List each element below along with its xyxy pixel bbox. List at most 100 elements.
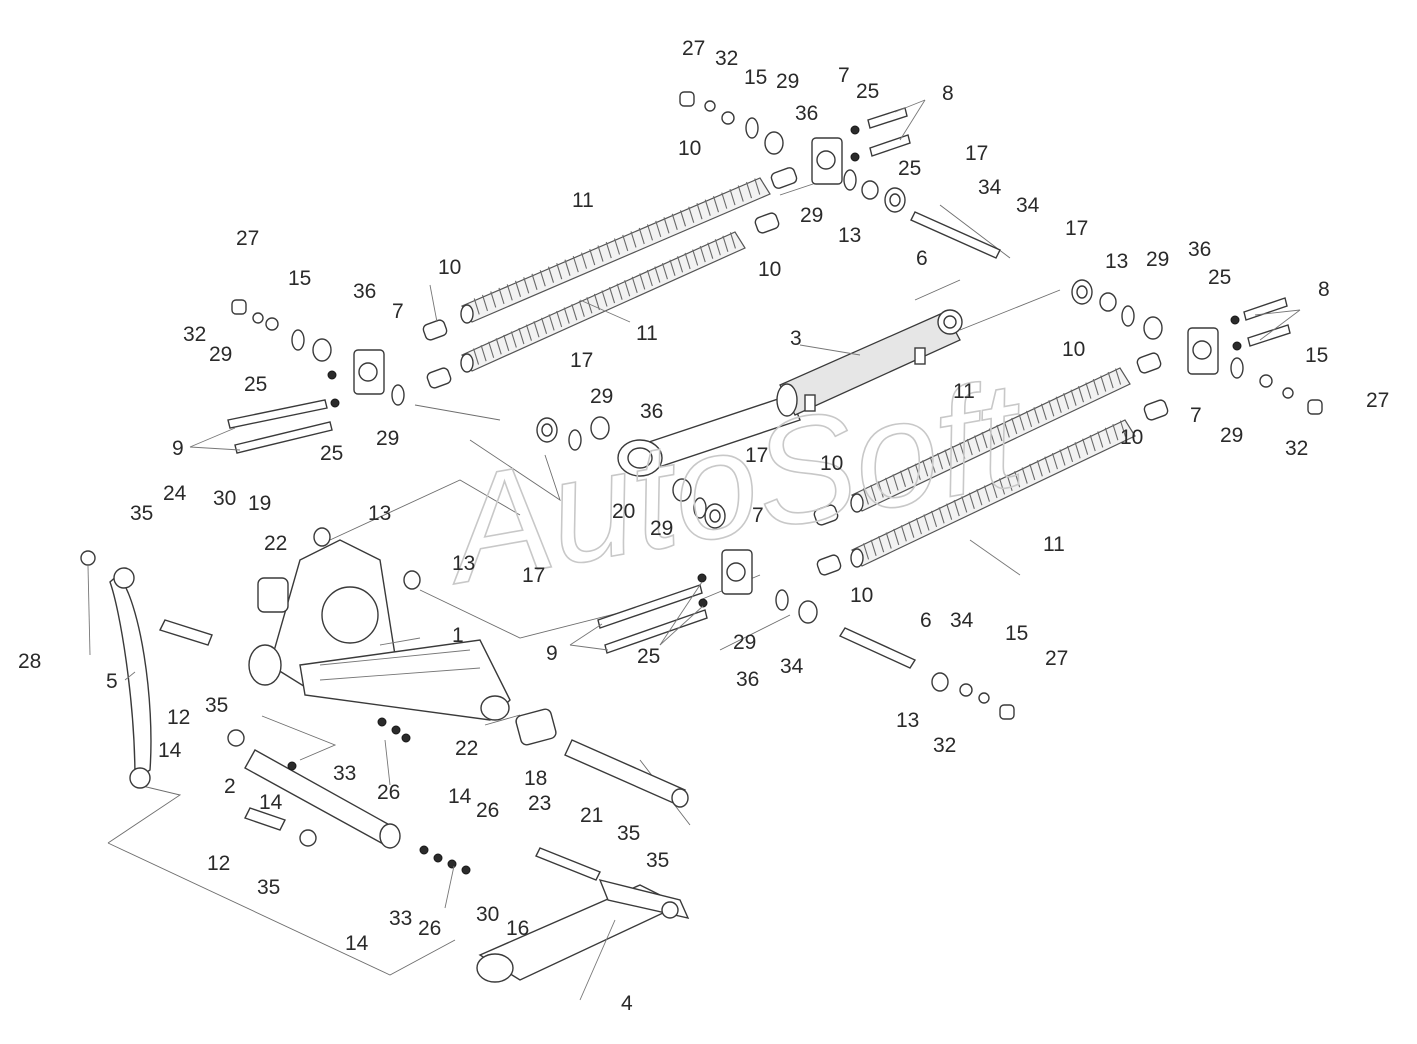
callout-11: 11 <box>1043 533 1065 556</box>
spring-coil <box>1115 368 1122 385</box>
spring-coil <box>609 286 616 304</box>
callout-29: 29 <box>1220 424 1243 447</box>
callout-7: 7 <box>752 504 764 527</box>
spring-coil <box>696 203 703 220</box>
spring-seats <box>422 167 1169 576</box>
spring-coil <box>1018 414 1025 431</box>
spring-coil <box>907 467 914 484</box>
spring-coil <box>1063 393 1070 410</box>
callout-10: 10 <box>438 256 461 279</box>
callout-9: 9 <box>546 642 558 665</box>
spring-coil <box>754 178 761 195</box>
spring-coil <box>937 453 944 470</box>
spring-coil <box>900 525 907 542</box>
spring-coil <box>968 492 975 509</box>
spring-coil <box>1006 474 1013 491</box>
callout-34: 34 <box>978 176 1002 199</box>
spring-coil <box>480 345 487 362</box>
spring-coil <box>597 245 604 262</box>
bolts <box>227 107 1291 654</box>
callout-34: 34 <box>780 655 804 678</box>
spring-coil <box>988 428 996 445</box>
callout-27: 27 <box>1366 389 1389 412</box>
callout-32: 32 <box>933 734 956 757</box>
spring-coil <box>1070 389 1077 406</box>
callout-25: 25 <box>898 157 921 180</box>
spring-coil <box>915 517 922 535</box>
callout-34: 34 <box>950 609 974 632</box>
spring-coil <box>531 273 538 290</box>
bushings <box>227 131 1163 847</box>
callout-13: 13 <box>452 552 475 575</box>
callout-11: 11 <box>572 189 594 212</box>
spring-coil <box>878 536 885 553</box>
spring-coil <box>593 293 600 311</box>
callout-25: 25 <box>637 645 660 668</box>
callout-22: 22 <box>455 737 478 760</box>
spring-coil <box>966 438 973 456</box>
callout-12: 12 <box>207 852 230 875</box>
spring-coil <box>525 324 532 341</box>
callout-29: 29 <box>209 343 232 366</box>
spring-coil <box>663 217 670 234</box>
spring-coil <box>1107 371 1114 389</box>
spring-coil <box>541 317 548 334</box>
spring-coil <box>1112 424 1119 441</box>
spring-coil <box>473 298 480 315</box>
spring-coil <box>692 249 699 266</box>
spring-coil <box>721 192 728 209</box>
spring-coil <box>729 188 736 206</box>
callout-6: 6 <box>920 609 932 632</box>
callout-29: 29 <box>590 385 613 408</box>
callout-27: 27 <box>1045 647 1068 670</box>
hydraulic-cylinder <box>617 309 963 477</box>
spring-coil <box>580 252 588 269</box>
spring-coil <box>518 327 525 345</box>
spring-coil <box>951 445 958 463</box>
callout-35: 35 <box>257 876 280 899</box>
spring-coil <box>974 435 981 452</box>
spring-coil <box>885 477 892 495</box>
callout-7: 7 <box>392 300 404 323</box>
spring-coil <box>638 227 645 245</box>
callout-29: 29 <box>376 427 399 450</box>
lower-arm <box>476 878 690 983</box>
spring-coil <box>1059 449 1066 466</box>
snap-rings <box>291 117 1244 611</box>
spring-coil <box>922 460 929 477</box>
callout-22: 22 <box>264 532 287 555</box>
spring-coil <box>1026 410 1033 428</box>
callout-32: 32 <box>715 47 738 70</box>
spring-coil <box>631 276 638 293</box>
callout-36: 36 <box>736 668 759 691</box>
callout-10: 10 <box>1062 338 1085 361</box>
brackets <box>353 137 1219 595</box>
callout-8: 8 <box>1318 278 1330 301</box>
callout-25: 25 <box>856 80 879 103</box>
spring-coil <box>938 507 945 524</box>
spring-coil <box>601 290 608 307</box>
spring-coil <box>616 283 623 300</box>
spring-coil <box>1055 396 1062 413</box>
spring-coil <box>671 213 678 230</box>
spring-coil <box>578 300 585 317</box>
callout-10: 10 <box>850 584 873 607</box>
spring-coil <box>481 294 489 312</box>
spring-coil <box>547 266 555 283</box>
spring-coil <box>1100 375 1107 392</box>
spring-coil <box>1085 382 1092 399</box>
spring-coil <box>892 474 899 491</box>
spring-coil <box>899 470 907 487</box>
spring-coil <box>556 310 563 328</box>
spring-coil <box>1029 463 1036 481</box>
callout-15: 15 <box>744 66 767 89</box>
callout-29: 29 <box>800 204 823 227</box>
spring-coil <box>646 269 653 287</box>
spring-coil <box>572 255 579 273</box>
callout-35: 35 <box>205 694 228 717</box>
callout-29: 29 <box>650 517 673 540</box>
spring-coil <box>473 348 480 365</box>
spring-coil <box>661 263 668 280</box>
callout-14: 14 <box>345 932 369 955</box>
